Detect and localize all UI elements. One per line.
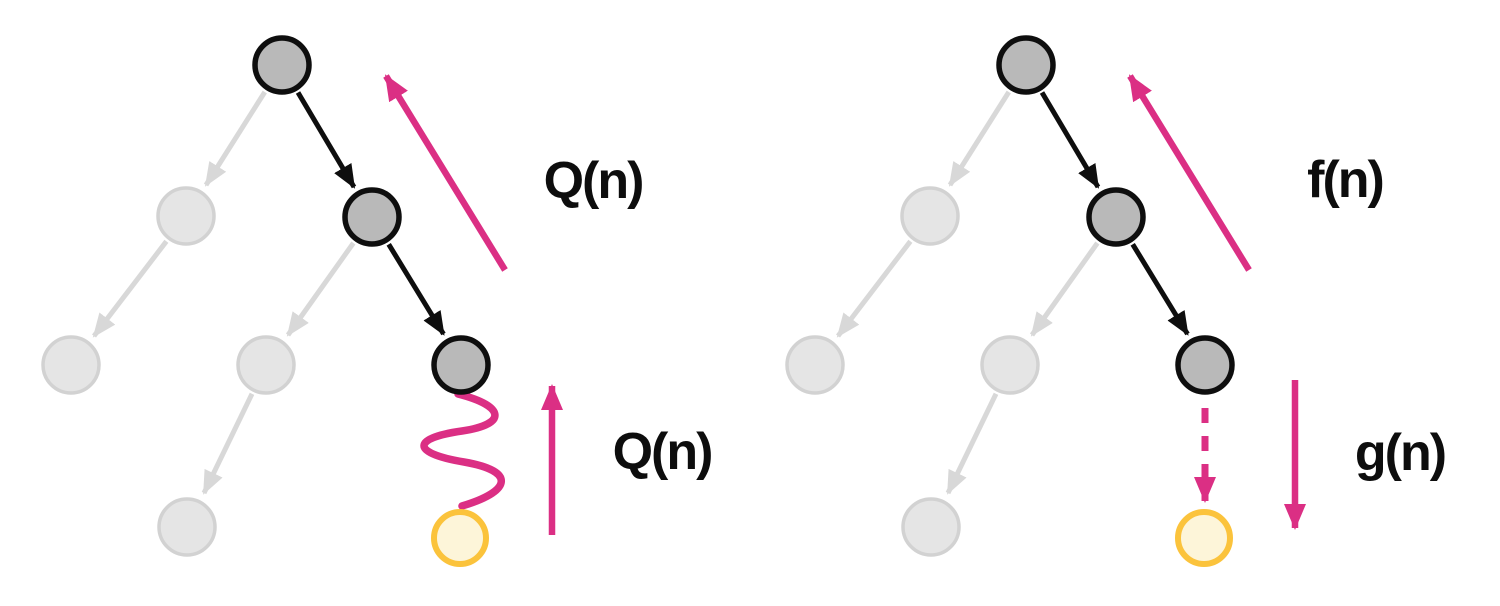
left-node-root (252, 35, 312, 95)
left-node-mid-grandchild (236, 335, 296, 395)
left-node-right-child (342, 187, 402, 247)
right-edge-root-to-right-child (1039, 91, 1101, 189)
right-node-right-grandchild (1175, 335, 1235, 395)
left-goal-node (431, 509, 489, 567)
left-node-left-child (156, 186, 216, 246)
left-node-left-grandchild (41, 335, 101, 395)
right-edge-rightchild-to-right-grandchild (1130, 242, 1190, 336)
right-edge-rightchild-to-mid-grandchild (1029, 241, 1100, 337)
right-node-great-grandchild (901, 497, 961, 557)
right-goal-node (1175, 509, 1233, 567)
left-remaining-cost-label: Q(n) (613, 423, 712, 481)
right-tree: f(n) g(n) (785, 35, 1447, 567)
left-node-great-grandchild (157, 497, 217, 557)
right-edge-midgrandchild-to-greatgrandchild (945, 392, 999, 495)
squiggle-connector (420, 390, 505, 510)
right-edge-leftchild-to-left-grandchild (836, 239, 913, 338)
left-path-cost-label: Q(n) (544, 152, 643, 210)
right-node-right-child (1086, 187, 1146, 247)
right-remaining-cost-label: g(n) (1355, 424, 1445, 482)
left-edge-root-to-left-child (203, 90, 267, 187)
up-diagonal-arrow-right (1127, 74, 1252, 272)
right-edge-root-to-left-child (947, 90, 1011, 187)
left-edge-leftchild-to-left-grandchild (92, 239, 169, 338)
left-edge-root-to-right-child (295, 91, 357, 189)
left-edge-rightchild-to-right-grandchild (386, 242, 446, 336)
left-edge-rightchild-to-mid-grandchild (285, 241, 356, 337)
right-node-mid-grandchild (980, 335, 1040, 395)
left-tree: Q(n) Q(n) (41, 35, 713, 567)
right-node-left-child (900, 186, 960, 246)
up-diagonal-arrow-left (383, 74, 508, 272)
left-node-right-grandchild (431, 335, 491, 395)
right-path-cost-label: f(n) (1307, 151, 1383, 209)
left-edge-midgrandchild-to-greatgrandchild (201, 392, 255, 495)
right-node-root (996, 35, 1056, 95)
right-node-left-grandchild (785, 335, 845, 395)
